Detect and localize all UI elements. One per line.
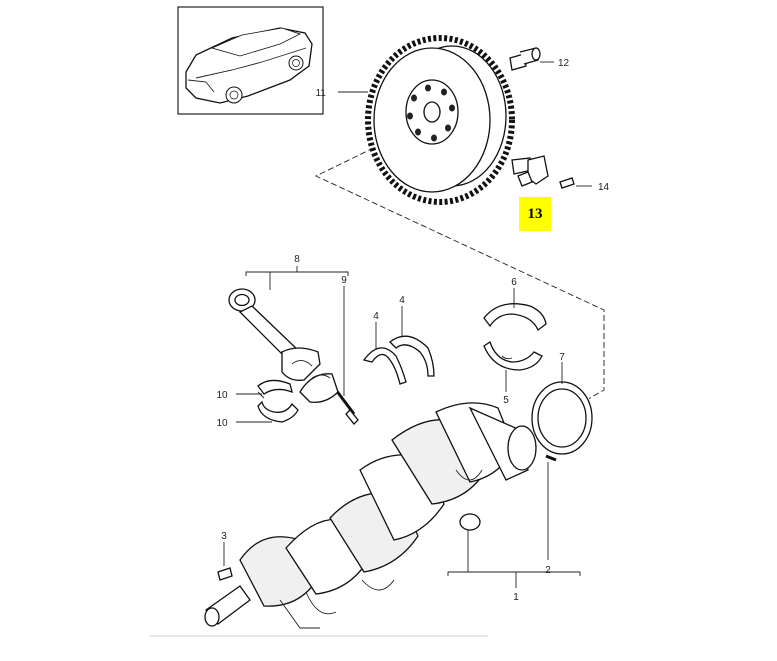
seal-ring-icon [531, 381, 593, 455]
callout-12: 12 [558, 58, 570, 69]
callout-8: 8 [294, 254, 300, 265]
woodruff-key-icon [217, 567, 233, 581]
connecting-rod-icon [228, 288, 359, 425]
callout-labels: 11 12 14 8 9 10 10 4 4 6 5 7 3 2 1 [216, 58, 609, 603]
thrust-washer-icon [362, 335, 435, 385]
speed-sensor-icon [511, 155, 575, 189]
callout-6: 6 [511, 277, 517, 288]
dowel-pin-icon [545, 454, 557, 462]
callout-14: 14 [598, 182, 610, 193]
callout-1: 1 [513, 592, 519, 603]
callout-5: 5 [503, 395, 509, 406]
callout-10-bottom: 10 [216, 418, 228, 429]
highlighted-callout-13[interactable]: 13 [519, 197, 551, 231]
callout-11: 11 [316, 88, 327, 99]
callout-4-right: 4 [399, 295, 405, 306]
callout-3: 3 [221, 531, 227, 542]
leader-lines [223, 61, 592, 588]
callout-4-left: 4 [373, 311, 379, 322]
callout-7: 7 [559, 352, 565, 363]
callout-9: 9 [341, 275, 347, 286]
callout-10-top: 10 [216, 390, 228, 401]
bolt-icon [509, 47, 541, 71]
callout-2: 2 [545, 565, 551, 576]
car-thumbnail-icon [177, 6, 324, 115]
flywheel-icon [365, 35, 541, 205]
crankshaft-icon [204, 402, 537, 629]
main-bearing-icon [483, 303, 547, 371]
rod-bearing-icon [257, 379, 299, 423]
